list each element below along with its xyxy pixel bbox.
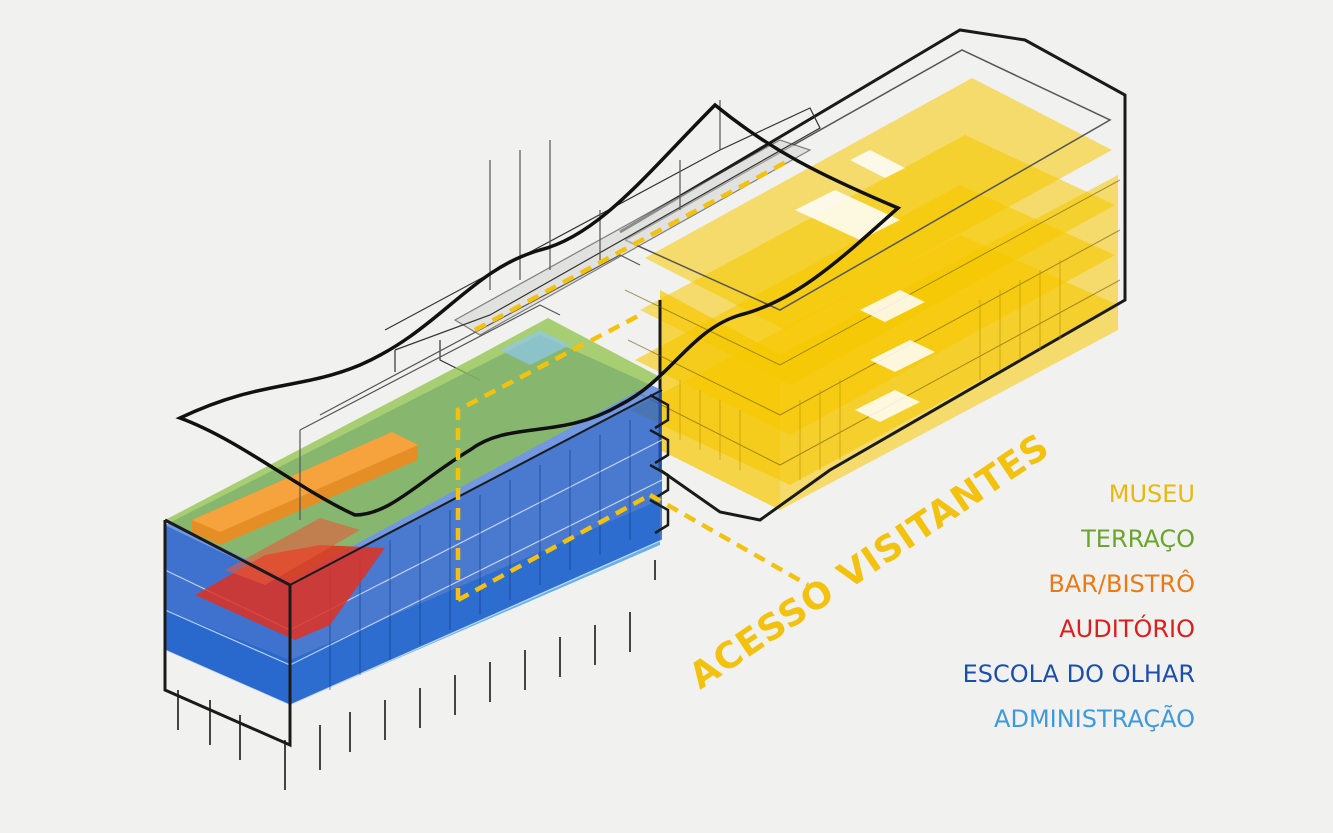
legend: MUSEU TERRAÇO BAR/BISTRÔ AUDITÓRIO ESCOL… <box>963 472 1195 742</box>
museum-building <box>620 30 1125 520</box>
new-building <box>165 100 720 790</box>
legend-item-administracao: ADMINISTRAÇÃO <box>963 697 1195 742</box>
legend-item-terraco: TERRAÇO <box>963 517 1195 562</box>
legend-item-escola-do-olhar: ESCOLA DO OLHAR <box>963 652 1195 697</box>
legend-item-museu: MUSEU <box>963 472 1195 517</box>
legend-item-auditorio: AUDITÓRIO <box>963 607 1195 652</box>
legend-item-bar-bistro: BAR/BISTRÔ <box>963 562 1195 607</box>
